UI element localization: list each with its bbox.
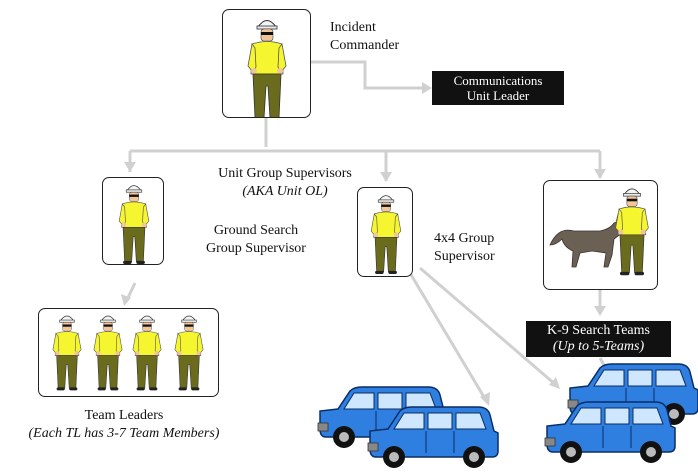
k9-handler-person-icon [615,188,649,276]
team-box [38,308,219,397]
ground-search-box [102,177,164,265]
incident-commander-person-icon [247,20,287,117]
ground-search-person-icon [118,185,150,264]
incident-commander-box [222,9,311,118]
truck-icon [544,401,676,464]
team-members-icon [52,315,204,391]
four-by-four-label: 4x4 Group Supervisor [434,231,495,264]
k9-search-teams-label: K-9 Search Teams (Up to 5-Teams) [526,321,671,357]
incident-commander-label: Incident Commander [330,20,400,53]
ground-search-label: Ground Search Group Supervisor [206,223,306,256]
communications-unit-leader-label: Communications Unit Leader [432,71,564,105]
four-by-four-person-icon [370,195,402,275]
four-by-four-box [357,187,413,277]
team-leaders-label: Team Leaders (Each TL has 3-7 Team Membe… [28,408,220,441]
k9-box [543,180,658,290]
unit-group-supervisors-label: Unit Group Supervisors (AKA Unit OL) [218,166,352,199]
truck-icon [367,406,499,469]
